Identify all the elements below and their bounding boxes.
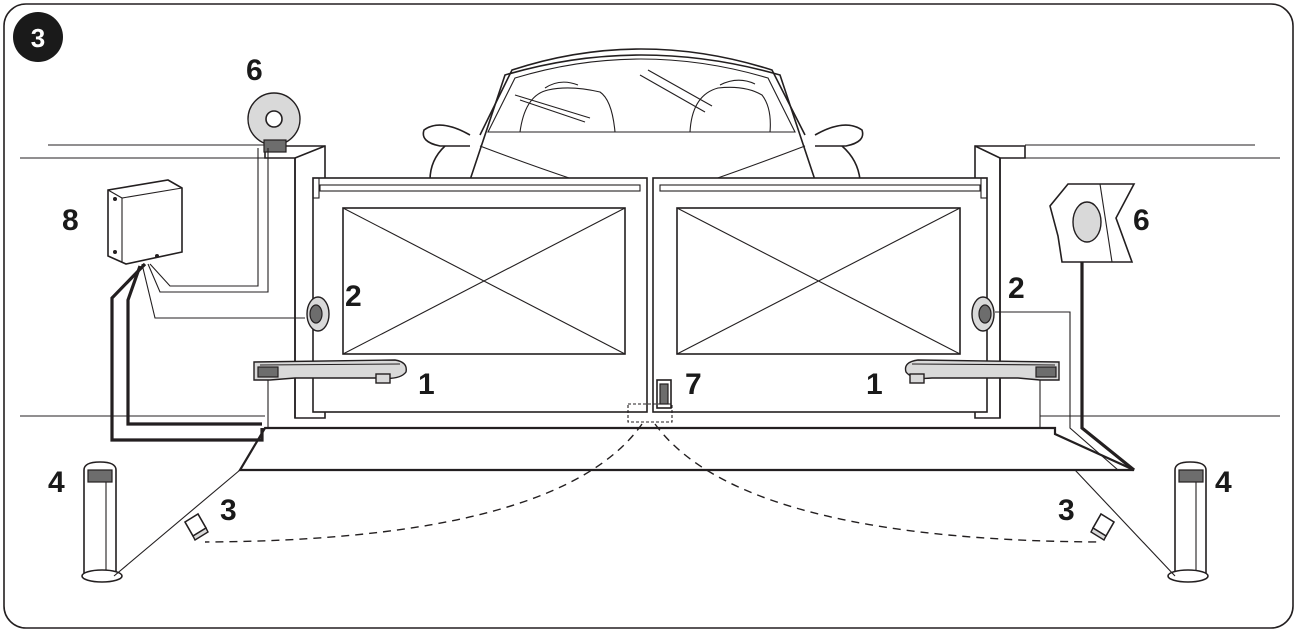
figure-badge: 3: [13, 12, 63, 62]
photocell-right: [971, 296, 995, 332]
photocell-column-left: [81, 461, 123, 583]
gate-motor-right: [904, 359, 1060, 384]
cables: [110, 148, 1136, 472]
label-key-selector: 6: [1133, 204, 1150, 237]
label-column-left: 4: [48, 466, 65, 499]
background-lines: [20, 144, 1280, 417]
label-motor-right: 1: [866, 368, 883, 401]
label-photocell-left: 2: [345, 280, 362, 313]
label-motor-left: 1: [418, 368, 435, 401]
figure-badge-number: 3: [31, 23, 45, 53]
label-ground-photocell-left: 3: [220, 494, 237, 527]
control-unit-box: [107, 179, 183, 265]
label-ground-photocell-right: 3: [1058, 494, 1075, 527]
flashing-light: [247, 92, 301, 153]
label-photocell-right: 2: [1008, 272, 1025, 305]
electric-lock: [627, 379, 673, 423]
frame: [3, 3, 1294, 629]
photocell-column-right: [1167, 461, 1209, 583]
swing-arcs: [204, 423, 1101, 543]
label-control-unit: 8: [62, 204, 79, 237]
label-flashing-light: 6: [246, 54, 263, 87]
key-selector: [1049, 183, 1136, 263]
car: [422, 48, 864, 181]
ground-layout: [113, 426, 1176, 577]
label-lock: 7: [685, 368, 702, 401]
label-column-right: 4: [1215, 466, 1232, 499]
photocell-left: [306, 296, 330, 332]
ground-photocell-right: [1090, 512, 1116, 541]
ground-photocell-left: [183, 512, 209, 541]
gate-motor-left: [253, 359, 407, 384]
